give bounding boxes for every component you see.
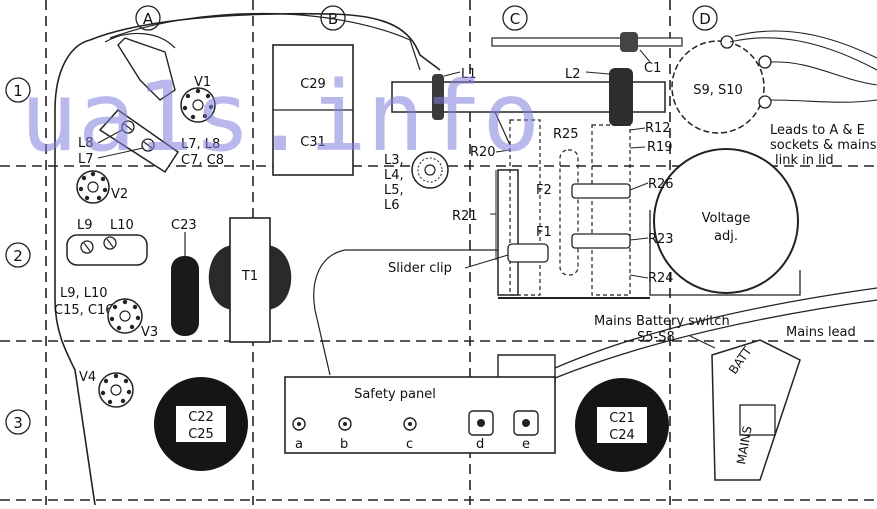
label-c23: C23: [171, 218, 197, 233]
mains-lead-cable: [554, 287, 877, 379]
label-v3: V3: [141, 325, 158, 340]
label-c22: C22: [188, 410, 214, 425]
label-l3: L3,: [384, 153, 404, 168]
label-l7-l8: L7, L8: [181, 137, 220, 152]
valve-v2: V2: [76, 170, 128, 204]
grid-col-a: A: [143, 10, 154, 28]
label-l4: L4,: [384, 168, 404, 183]
label-v4: V4: [79, 370, 96, 385]
label-c21: C21: [609, 411, 635, 426]
voltage-adjuster: Voltage adj.: [649, 148, 801, 296]
capacitor-c1: C1: [491, 32, 683, 76]
ferrite-rod-aerial: L1 L2: [391, 67, 666, 146]
mains-battery-switch: MAINS BATT: [711, 339, 801, 481]
label-r19: R19: [647, 140, 673, 155]
coil-can-l7-l8: L8 L7 L7, L8 C7, C8: [78, 109, 224, 174]
label-l7: L7: [78, 152, 94, 167]
safety-panel: Safety panel a b c d e: [284, 376, 556, 454]
capacitor-block-c29-c31: C29 C31: [272, 44, 354, 176]
slider-clip-leader: [464, 254, 509, 269]
label-v1: V1: [194, 75, 211, 90]
label-leads-1: Leads to A & E: [770, 123, 865, 138]
label-c29: C29: [300, 77, 326, 92]
label-r20: R20: [470, 145, 496, 160]
safety-panel-title: Safety panel: [354, 387, 436, 402]
label-r21: R21: [452, 209, 478, 224]
label-r23: R23: [648, 232, 674, 247]
label-mains-battery-switch: Mains Battery switch: [594, 314, 730, 329]
label-mains-lead: Mains lead: [786, 325, 856, 340]
label-f1: F1: [536, 225, 552, 240]
switch-leader: [689, 335, 716, 349]
label-s9-s10: S9, S10: [693, 83, 743, 98]
label-r24: R24: [648, 271, 674, 286]
label-l1: L1: [461, 67, 477, 82]
valve-clip: [117, 37, 176, 101]
label-c1: C1: [644, 61, 661, 76]
label-c25: C25: [188, 427, 214, 442]
grid-row-2: 2: [13, 247, 23, 265]
capacitor-c23: C23: [171, 218, 199, 336]
valve-v4: V4: [79, 370, 134, 408]
socket-d-label: d: [476, 437, 484, 452]
label-l2: L2: [565, 67, 581, 82]
watermark-text: ua1s.info: [20, 61, 540, 173]
capacitor-c22-c25: C22 C25: [154, 377, 248, 471]
label-c24: C24: [609, 428, 635, 443]
center-chassis-curve: [313, 249, 500, 376]
grid-col-c: C: [510, 10, 520, 28]
label-voltage-2: adj.: [714, 229, 738, 244]
label-r12: R12: [645, 121, 671, 136]
label-voltage-1: Voltage: [702, 211, 751, 226]
socket-b-label: b: [340, 437, 348, 452]
label-t1: T1: [241, 269, 258, 284]
label-l10: L10: [110, 218, 134, 233]
label-mains: MAINS: [734, 425, 755, 466]
grid-row-3: 3: [13, 414, 23, 432]
label-leads-3: link in lid: [775, 153, 834, 168]
label-r25: R25: [553, 127, 579, 142]
grid-row-1: 1: [13, 82, 23, 100]
label-l5: L5,: [384, 183, 404, 198]
label-l8: L8: [78, 136, 94, 151]
socket-e-label: e: [522, 437, 530, 452]
grid-column-markers: A B C D: [135, 5, 718, 31]
coil-can-l9-l10: L9 L10 L9, L10 C15, C16: [54, 218, 148, 318]
coil-l3-l6: L3, L4, L5, L6: [384, 151, 449, 213]
label-l6: L6: [384, 198, 400, 213]
label-v2: V2: [111, 187, 128, 202]
resistor-board: [497, 119, 650, 299]
valve-v3: V3: [107, 298, 158, 340]
valve-v1: V1: [180, 75, 216, 123]
label-c15-c16: C15, C16: [54, 303, 114, 318]
label-f2: F2: [536, 183, 552, 198]
switch-s9-s10: S9, S10: [671, 30, 877, 134]
label-l9-l10: L9, L10: [60, 286, 108, 301]
grid-col-d: D: [699, 10, 711, 28]
capacitor-c21-c24: C21 C24: [575, 378, 669, 472]
resistor-leader-lines: [490, 127, 649, 279]
label-c7-c8: C7, C8: [181, 153, 224, 168]
transformer-t1: T1: [208, 217, 292, 343]
label-l9: L9: [77, 218, 93, 233]
label-slider-clip: Slider clip: [388, 261, 452, 276]
label-leads-2: sockets & mains: [770, 138, 877, 153]
socket-a-label: a: [295, 437, 303, 452]
handle-outline: [104, 12, 421, 71]
label-c31: C31: [300, 135, 326, 150]
grid-row-markers: 1 2 3: [5, 77, 31, 435]
chassis-outline: [54, 12, 441, 506]
socket-c-label: c: [406, 437, 413, 452]
label-r26: R26: [648, 177, 674, 192]
